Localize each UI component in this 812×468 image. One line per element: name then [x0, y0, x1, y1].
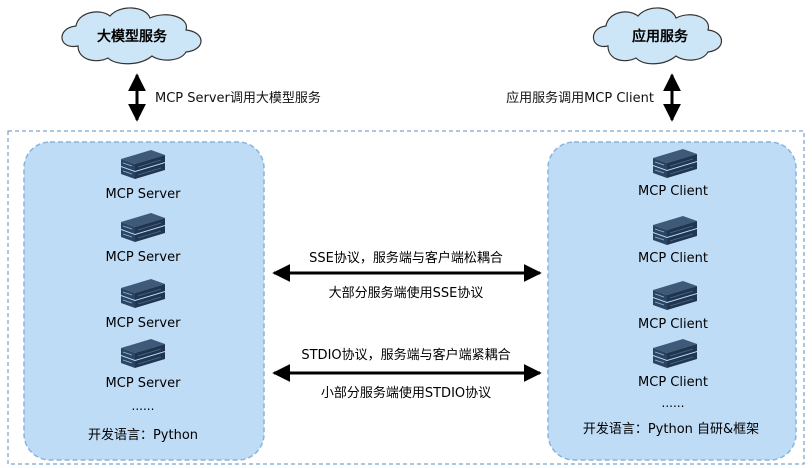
client-ellipsis: ...... [662, 396, 685, 410]
server-label: MCP Server [106, 316, 182, 331]
server-label: MCP Server [106, 250, 182, 265]
stdio-usage-label: 小部分服务端使用STDIO协议 [321, 385, 491, 401]
server-panel: MCP Server MCP Server MCP Server MCP Ser… [23, 141, 265, 461]
cloud-shape [61, 7, 202, 65]
client-panel-box [547, 141, 797, 461]
server-label: MCP Server [106, 376, 182, 391]
sse-usage-label: 大部分服务端使用SSE协议 [329, 285, 484, 301]
client-panel: MCP Client MCP Client MCP Client MCP Cli… [547, 141, 797, 461]
app-service-cloud: 应用服务 [592, 7, 723, 65]
client-language: 开发语言：Python 自研&框架 [583, 421, 759, 437]
server-language: 开发语言：Python [88, 427, 198, 443]
server-calls-llm-label: MCP Server调用大模型服务 [155, 90, 321, 106]
server-label: MCP Server [106, 187, 182, 202]
llm-service-cloud: 大模型服务 [61, 7, 202, 65]
client-label: MCP Client [638, 317, 708, 332]
client-label: MCP Client [638, 184, 708, 199]
stdio-protocol-label: STDIO协议，服务端与客户端紧耦合 [301, 347, 510, 363]
sse-protocol-label: SSE协议，服务端与客户端松耦合 [309, 250, 503, 266]
client-label: MCP Client [638, 375, 708, 390]
client-label: MCP Client [638, 251, 708, 266]
server-ellipsis: ...... [132, 399, 155, 413]
cloud-shape [592, 7, 723, 65]
app-service-label: 应用服务 [632, 28, 689, 45]
outer-boundary [7, 130, 805, 465]
app-calls-client-label: 应用服务调用MCP Client [506, 90, 654, 106]
llm-service-label: 大模型服务 [97, 28, 168, 45]
